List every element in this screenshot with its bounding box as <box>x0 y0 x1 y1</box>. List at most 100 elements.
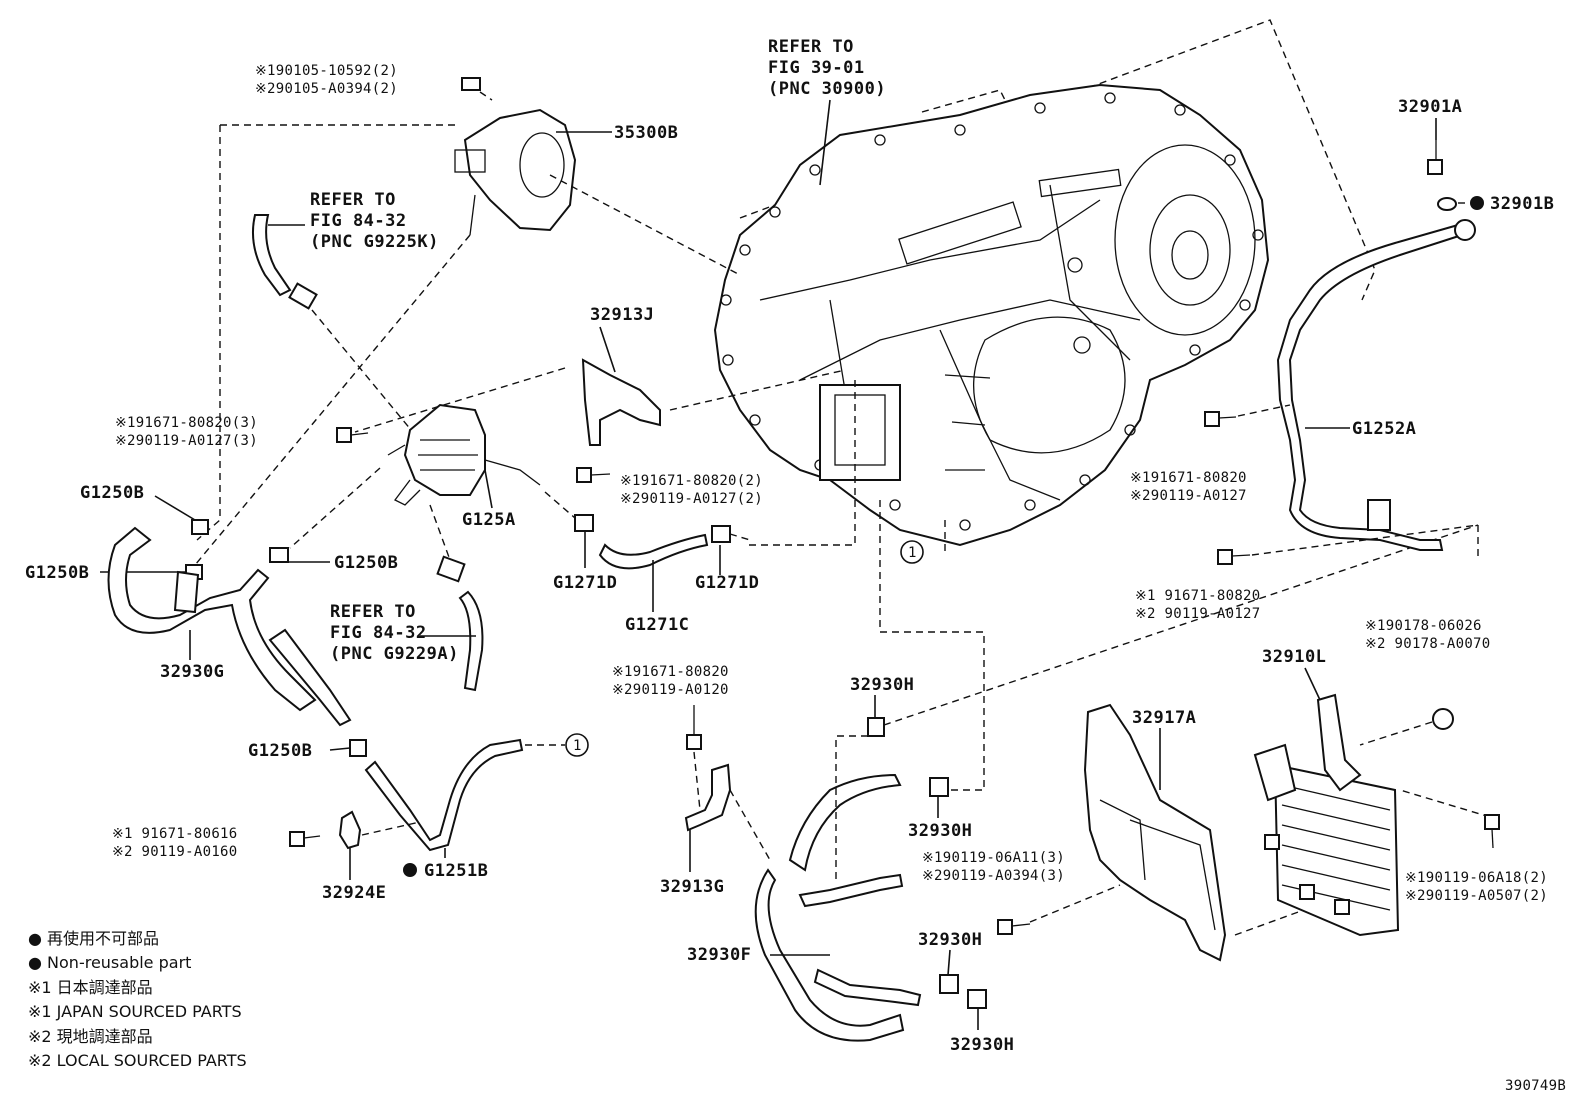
note-n6-line1: ※190178-06026 <box>1365 618 1482 634</box>
cooler-32910L <box>1253 693 1400 937</box>
ref-fig39-line2: FIG 39-01 <box>768 58 865 78</box>
washer-32901B <box>1437 197 1457 211</box>
label-G1250B-4: G1250B <box>248 741 312 761</box>
clip-G1250B-4 <box>349 739 367 757</box>
label-32930H-3: 32930H <box>918 930 982 950</box>
bolt-n4 <box>1204 411 1237 427</box>
note-n1-line1: ※190105-10592(2) <box>255 63 398 79</box>
clamp-32924E <box>338 810 362 850</box>
note-n2-line2: ※290119-A0127(3) <box>115 433 258 449</box>
note-n5-line2: ※2 90119-A0127 <box>1135 606 1261 622</box>
label-32901B: 32901B <box>1490 194 1554 214</box>
label-32901A: 32901A <box>1398 97 1462 117</box>
ref-fig84b-line1: REFER TO <box>330 602 416 622</box>
clip-32930H-2 <box>929 777 949 797</box>
label-G1252A: G1252A <box>1352 419 1416 439</box>
label-32910L: 32910L <box>1262 647 1326 667</box>
hose-ref-g9229a <box>458 590 484 692</box>
note-n1-line2: ※290105-A0394(2) <box>255 81 398 97</box>
ref-fig39-line1: REFER TO <box>768 37 854 57</box>
legend-line-4: ※1 JAPAN SOURCED PARTS <box>28 1002 242 1021</box>
legend-line-5: ※2 現地調達部品 <box>28 1027 153 1046</box>
ref-fig84b-line3: (PNC G9229A) <box>330 644 459 664</box>
note-n2-line1: ※191671-80820(3) <box>115 415 258 431</box>
label-32930G: 32930G <box>160 662 224 682</box>
label-32930H-1: 32930H <box>850 675 914 695</box>
label-G1250B-1: G1250B <box>80 483 144 503</box>
note-n4-line1: ※191671-80820 <box>1130 470 1247 486</box>
label-32930H-4: 32930H <box>950 1035 1014 1055</box>
legend-line-2: ● Non-reusable part <box>28 953 191 972</box>
legend-line-3: ※1 日本調達部品 <box>28 978 153 997</box>
diagram-id: 390749B <box>1505 1078 1566 1094</box>
label-32924E: 32924E <box>322 883 386 903</box>
non-reusable-dot-32901B <box>1470 196 1484 210</box>
bolt-n8 <box>289 831 321 847</box>
ref-fig84a-line2: FIG 84-32 <box>310 211 407 231</box>
label-G1250B-2: G1250B <box>25 563 89 583</box>
note-n4-line2: ※290119-A0127 <box>1130 488 1247 504</box>
legend-line-6: ※2 LOCAL SOURCED PARTS <box>28 1051 247 1070</box>
note-n10-line1: ※190119-06A18(2) <box>1405 870 1548 886</box>
part-G125A-drawing <box>387 403 541 506</box>
hose-ref-g9225k <box>252 214 292 297</box>
svg-text:1: 1 <box>908 545 917 561</box>
clip-G1250B-3 <box>269 547 289 563</box>
note-n5-line1: ※1 91671-80820 <box>1135 588 1261 604</box>
bolt-n7 <box>686 705 702 750</box>
ref-circle-1-a <box>900 540 924 564</box>
bracket-32913G <box>684 763 732 832</box>
ref-circle-1-b <box>565 733 589 757</box>
note-n9-line2: ※290119-A0394(3) <box>922 868 1065 884</box>
hose-32930F <box>754 868 905 1042</box>
label-32913G: 32913G <box>660 877 724 897</box>
label-G1250B-3: G1250B <box>334 553 398 573</box>
note-n3-line2: ※290119-A0127(2) <box>620 491 763 507</box>
shield-32917A <box>1083 703 1227 962</box>
bolt-n9 <box>997 919 1031 935</box>
hose-32930G <box>107 526 317 712</box>
bolt-n3 <box>576 467 611 483</box>
label-32913J: 32913J <box>590 305 654 325</box>
label-G125A: G125A <box>462 510 516 530</box>
clip-n6 <box>1432 708 1454 730</box>
ref-fig84a-line3: (PNC G9225K) <box>310 232 439 252</box>
clip-ref-g9225k <box>288 282 318 310</box>
clip-32930H-1 <box>867 717 885 737</box>
pipe-G1251B <box>364 738 524 852</box>
label-32917A: 32917A <box>1132 708 1196 728</box>
note-n3-line1: ※191671-80820(2) <box>620 473 763 489</box>
note-n9-line1: ※190119-06A11(3) <box>922 850 1065 866</box>
bracket-32913J <box>581 358 661 446</box>
valve-body <box>819 384 901 481</box>
clip-32930H-3 <box>939 974 959 994</box>
clip-G1271D-left <box>574 514 594 532</box>
note-n6-line2: ※2 90178-A0070 <box>1365 636 1491 652</box>
clip-G1271D-right <box>711 525 731 543</box>
label-32930F: 32930F <box>687 945 751 965</box>
clip-ref-g9229a <box>436 555 466 583</box>
note-n7-line2: ※290119-A0120 <box>612 682 729 698</box>
bolt-n5 <box>1217 549 1251 565</box>
ref-fig84b-line2: FIG 84-32 <box>330 623 427 643</box>
note-n10-line2: ※290119-A0507(2) <box>1405 888 1548 904</box>
legend-line-1: ● 再使用不可部品 <box>28 929 159 948</box>
note-n7-line1: ※191671-80820 <box>612 664 729 680</box>
label-32930H-2: 32930H <box>908 821 972 841</box>
bolt-32901A <box>1427 140 1443 175</box>
hose-G1271C <box>598 533 709 570</box>
transaxle-assembly <box>713 19 1376 791</box>
bolt-n10 <box>1484 814 1500 849</box>
non-reusable-dot-G1251B <box>403 863 417 877</box>
pipe-G1252A <box>1276 223 1464 551</box>
label-G1271D-left: G1271D <box>553 573 617 593</box>
clip-G1250B-1 <box>191 519 209 535</box>
note-n8-line1: ※1 91671-80616 <box>112 826 238 842</box>
label-35300B: 35300B <box>614 123 678 143</box>
note-n8-line2: ※2 90119-A0160 <box>112 844 238 860</box>
label-G1271C: G1271C <box>625 615 689 635</box>
legend: ● 再使用不可部品 ● Non-reusable part ※1 日本調達部品 … <box>28 929 247 1070</box>
label-G1271D-right: G1271D <box>695 573 759 593</box>
ref-fig84a-line1: REFER TO <box>310 190 396 210</box>
